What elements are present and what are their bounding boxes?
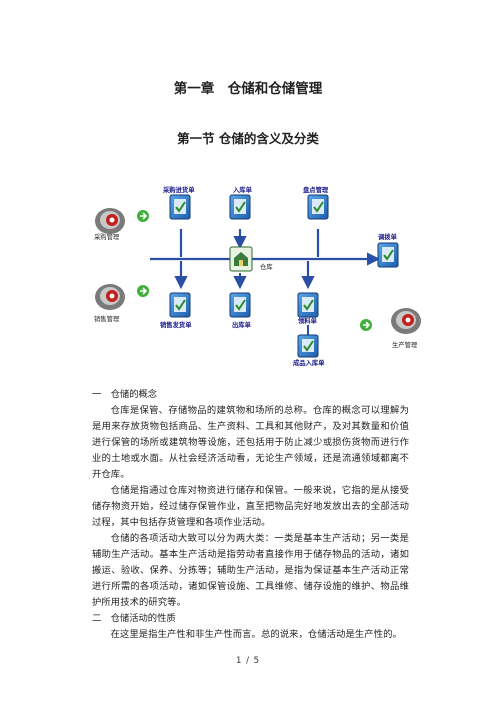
chapter-title: 第一章 仓储和仓储管理	[173, 81, 323, 97]
document-icon-outbound	[229, 292, 251, 318]
document-icon-inbound	[229, 194, 251, 220]
document-icon-transfer	[377, 242, 399, 268]
page-number: 1 / 5	[235, 656, 261, 666]
label-warehouse: 仓库	[260, 262, 273, 271]
section-heading-2: 二 仓储活动的性质	[92, 613, 176, 624]
label-outbound-order: 出库单	[232, 320, 252, 329]
section-heading-1: 一 仓储的概念	[92, 389, 158, 400]
label-finished-inbound: 成品入库单	[293, 358, 325, 367]
label-inbound-order: 入库单	[233, 185, 253, 194]
document-icon-finished	[297, 334, 319, 358]
warehouse-icon	[229, 246, 253, 272]
document-icon-stocktake	[307, 194, 329, 220]
paragraph: 仓库是保管、存储物品的建筑物和场所的总称。仓库的概念可以理解为是用来存放货物包括…	[92, 405, 409, 480]
label-sales-mgmt: 销售管理	[94, 314, 120, 323]
label-purchase-mgmt: 采购管理	[94, 232, 120, 241]
document-icon-purchase	[169, 194, 191, 220]
label-purchase-order: 采购进货单	[162, 185, 195, 194]
production-mgmt-icon	[391, 308, 421, 334]
paragraph: 在这里是指生产性和非生产性而言。总的说来，仓储活动是生产性的。	[110, 629, 402, 640]
label-transfer-order: 调拨单	[378, 232, 398, 241]
green-arrow-icon	[137, 210, 149, 222]
warehouse-flow-diagram: 采购进货单 入库单 盘点管理 调拨单 仓库 销售发货单 出库单 领料单 成品入库…	[94, 185, 421, 367]
green-arrow-icon	[360, 319, 372, 331]
document-icon-material	[297, 292, 319, 318]
paragraph: 仓储是指通过仓库对物资进行储存和保管。一般来说，它指的是从接受储存物资开始，经过…	[92, 485, 409, 528]
document-body: 一 仓储的概念 仓库是保管、存储物品的建筑物和场所的总称。仓库的概念可以理解为是…	[92, 387, 409, 643]
document-icon-sales-delivery	[169, 292, 191, 318]
label-sales-delivery: 销售发货单	[160, 320, 192, 329]
label-production-mgmt: 生产管理	[392, 340, 418, 349]
green-arrow-icon	[137, 285, 149, 297]
label-stocktake: 盘点管理	[303, 185, 329, 194]
paragraph: 仓储的各项活动大致可以分为两大类：一类是基本生产活动；另一类是辅助生产活动。基本…	[92, 533, 409, 608]
label-material-requisition: 领料单	[298, 316, 318, 325]
purchase-mgmt-icon	[95, 208, 125, 234]
sales-mgmt-icon	[95, 284, 125, 310]
section-title: 第一节 仓储的含义及分类	[177, 131, 319, 146]
